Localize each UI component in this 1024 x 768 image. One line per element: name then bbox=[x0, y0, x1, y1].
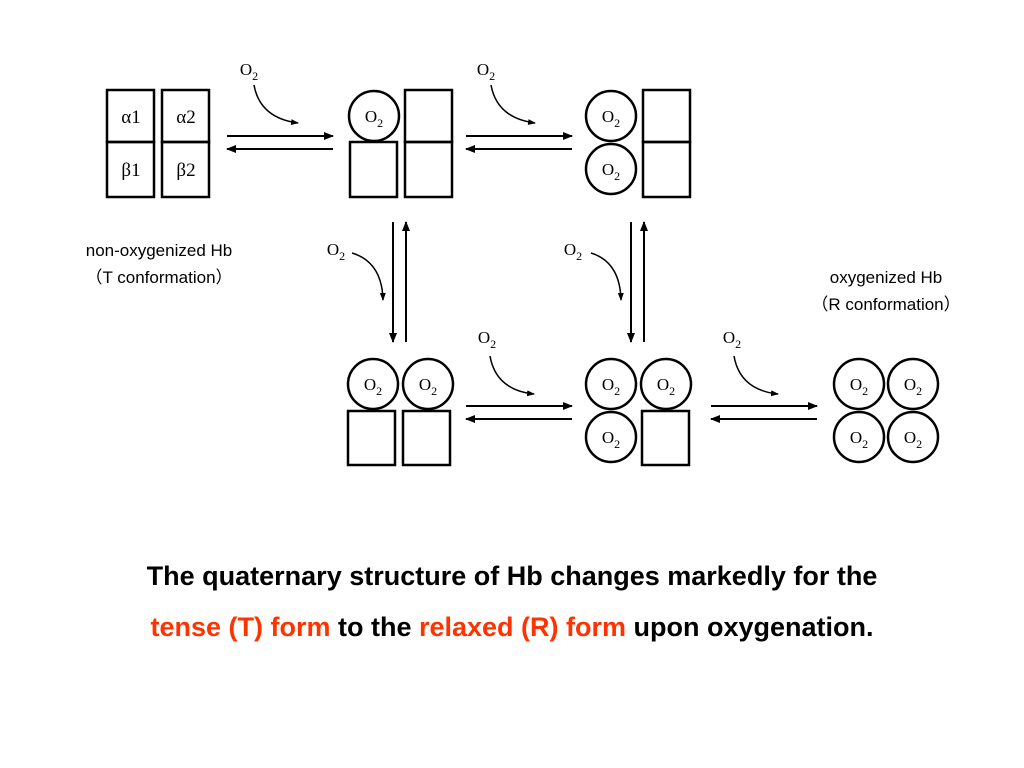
incoming-o2-label: O2 bbox=[478, 328, 496, 351]
molecule-2-o2-top bbox=[346, 357, 455, 467]
caption-upon-oxygenation: upon oxygenation bbox=[626, 612, 867, 642]
o2-label: O2 bbox=[419, 375, 437, 398]
binding-arrow-6 bbox=[733, 355, 779, 397]
t-state-label-line1: non-oxygenized Hb bbox=[86, 241, 232, 260]
tense-form-highlight: tense (T) form bbox=[150, 612, 331, 642]
binding-arrow-1 bbox=[253, 84, 299, 126]
o2-label: O2 bbox=[657, 375, 675, 398]
subunit-label-alpha2: α2 bbox=[176, 107, 195, 128]
r-state-label-line2: （R conformation） bbox=[811, 295, 960, 314]
incoming-o2-label: O2 bbox=[327, 240, 345, 263]
t-state-label-line2: （T conformation） bbox=[85, 268, 232, 287]
equilibrium-arrow-1 bbox=[226, 132, 334, 153]
o2-label: O2 bbox=[850, 428, 868, 451]
molecule-1-o2 bbox=[347, 88, 454, 199]
binding-arrow-3 bbox=[351, 252, 386, 301]
equilibrium-arrow-2 bbox=[465, 132, 573, 153]
molecule-deoxy bbox=[105, 88, 211, 199]
equilibrium-arrow-6 bbox=[710, 402, 818, 423]
molecule-3-o2 bbox=[584, 357, 693, 467]
o2-label: O2 bbox=[904, 375, 922, 398]
o2-label: O2 bbox=[365, 107, 383, 130]
o2-label: O2 bbox=[364, 375, 382, 398]
molecule-2-o2-same-side bbox=[584, 88, 692, 199]
o2-label: O2 bbox=[602, 107, 620, 130]
o2-label: O2 bbox=[904, 428, 922, 451]
caption-line-1: The quaternary structure of Hb changes m… bbox=[146, 561, 878, 591]
equilibrium-arrow-4 bbox=[627, 221, 648, 343]
caption-period: . bbox=[866, 612, 874, 642]
incoming-o2-label: O2 bbox=[564, 240, 582, 263]
hemoglobin-oxygenation-diagram: α1 α2 β1 β2 O2 O2 O2 O2 O2 O2 O2 O2 O2 O… bbox=[85, 60, 961, 467]
incoming-o2-label: O2 bbox=[240, 60, 258, 83]
caption-line-2: tense (T) form to the relaxed (R) form u… bbox=[0, 612, 1024, 643]
subunit-label-beta2: β2 bbox=[176, 160, 195, 181]
equilibrium-arrow-5 bbox=[465, 402, 573, 423]
binding-arrow-5 bbox=[489, 355, 535, 397]
subunit-label-alpha1: α1 bbox=[121, 107, 140, 128]
incoming-o2-label: O2 bbox=[477, 60, 495, 83]
binding-arrow-4 bbox=[590, 252, 624, 301]
o2-label: O2 bbox=[602, 428, 620, 451]
o2-label: O2 bbox=[602, 375, 620, 398]
molecule-4-o2 bbox=[832, 357, 940, 464]
binding-arrow-2 bbox=[490, 84, 536, 126]
equilibrium-arrow-3 bbox=[389, 221, 410, 343]
r-state-label-line1: oxygenized Hb bbox=[830, 268, 942, 287]
caption-to-the: to the bbox=[330, 612, 419, 642]
o2-label: O2 bbox=[850, 375, 868, 398]
o2-label: O2 bbox=[602, 160, 620, 183]
incoming-o2-label: O2 bbox=[723, 328, 741, 351]
relaxed-form-highlight: relaxed (R) form bbox=[418, 612, 627, 642]
subunit-label-beta1: β1 bbox=[121, 160, 140, 181]
